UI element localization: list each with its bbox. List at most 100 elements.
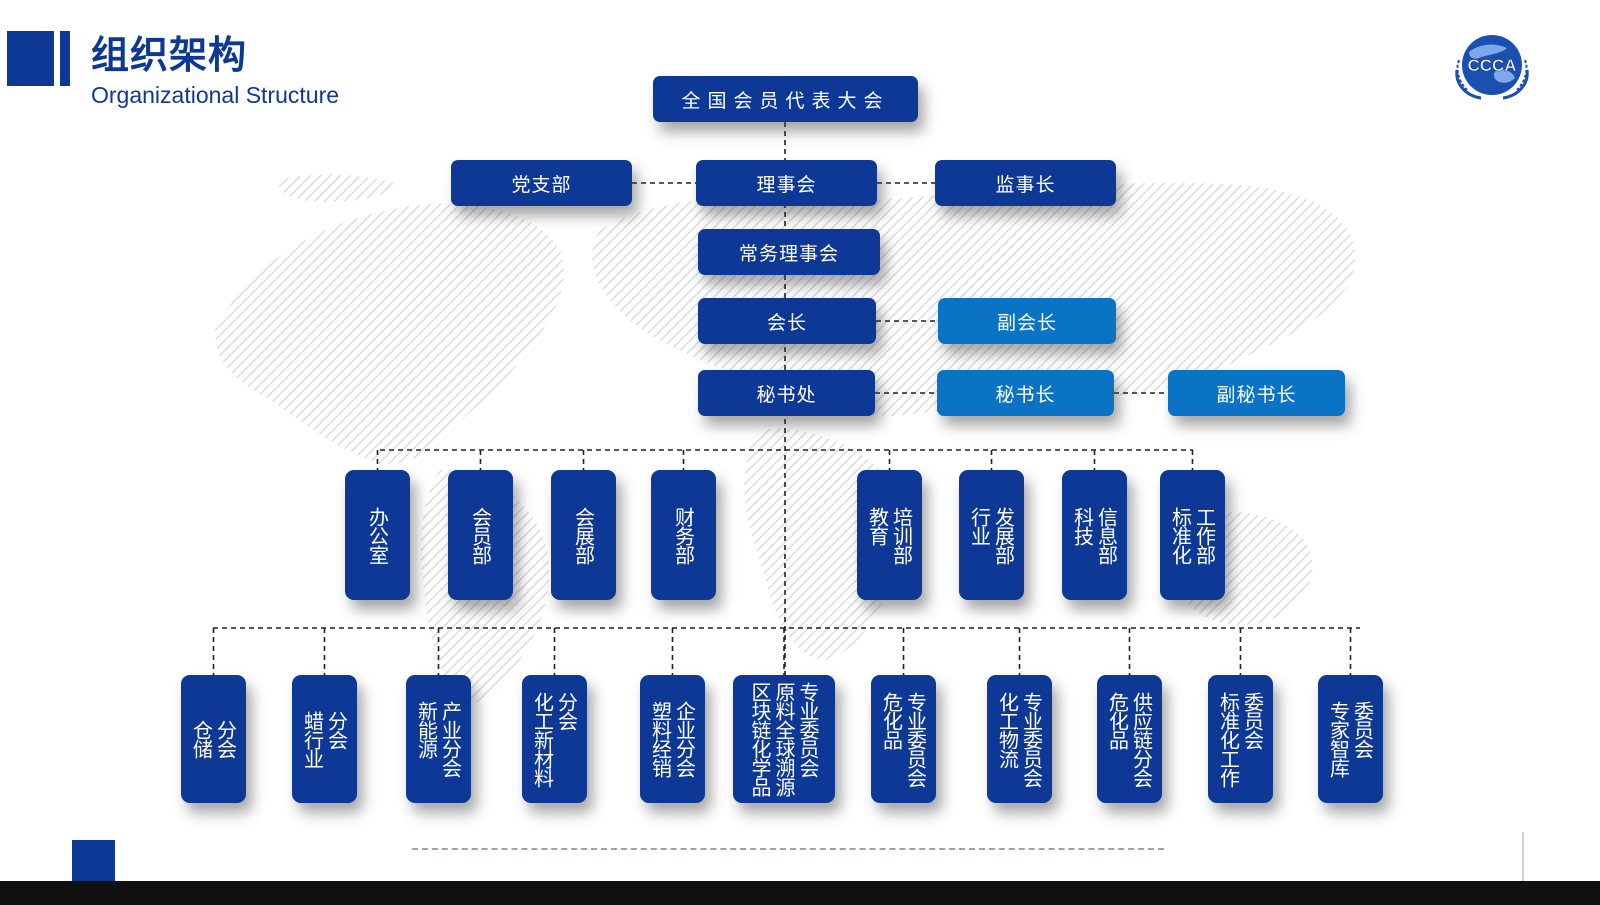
node-label-line: 区块链化学品 bbox=[748, 682, 772, 796]
node-label-line: 蜡行业 bbox=[300, 710, 325, 768]
node-label: 会员部 bbox=[469, 474, 493, 596]
node-label-line: 会员部 bbox=[468, 506, 493, 564]
node-label: 发展部行业 bbox=[968, 474, 1016, 596]
node-label: 秘书处 bbox=[756, 383, 817, 406]
node-council: 理事会 bbox=[696, 160, 877, 206]
node-label: 秘书长 bbox=[995, 383, 1056, 406]
node-standing-council: 常务理事会 bbox=[698, 229, 880, 275]
node-label-line: 仓储 bbox=[189, 720, 214, 758]
node-label-line: 专家智库 bbox=[1326, 701, 1351, 777]
node-label-line: 委员会 bbox=[1350, 701, 1375, 758]
header-accent-bar bbox=[7, 31, 54, 86]
node-label-line: 危化品 bbox=[1105, 691, 1130, 749]
node-label: 副会长 bbox=[996, 311, 1057, 334]
node-label: 委员会标准化工作 bbox=[1217, 679, 1265, 799]
node-label-line: 培训部 bbox=[889, 506, 914, 564]
node-party-branch: 党支部 bbox=[451, 160, 632, 206]
node-label: 专业委员会化工物流 bbox=[996, 679, 1044, 799]
node-vice-president: 副会长 bbox=[938, 298, 1116, 344]
branch-node: 供应链分会危化品 bbox=[1097, 675, 1162, 803]
node-label: 会长 bbox=[766, 311, 807, 334]
branch-node: 分会化工新材料 bbox=[522, 675, 587, 803]
node-deputy-secretary-general: 副秘书长 bbox=[1168, 370, 1345, 416]
footer-accent-block bbox=[72, 840, 115, 885]
node-label-line: 塑料经销 bbox=[648, 701, 673, 777]
node-label: 委员会专家智库 bbox=[1327, 679, 1375, 799]
branch-node: 分会仓储 bbox=[181, 675, 246, 803]
branch-node: 专业委员会原料全球溯源区块链化学品 bbox=[733, 675, 835, 803]
department-node: 工作部标准化 bbox=[1160, 470, 1225, 600]
node-label-line: 专业委员会 bbox=[1019, 691, 1044, 787]
node-label-line: 危化品 bbox=[879, 691, 904, 749]
node-label: 供应链分会危化品 bbox=[1106, 679, 1154, 799]
branch-node: 企业分会塑料经销 bbox=[640, 675, 705, 803]
node-label: 培训部教育 bbox=[866, 474, 914, 596]
node-label: 分会仓储 bbox=[190, 679, 238, 799]
department-node: 会展部 bbox=[551, 470, 616, 600]
node-label-line: 分会 bbox=[213, 720, 238, 758]
node-label: 工作部标准化 bbox=[1169, 474, 1217, 596]
node-label: 财务部 bbox=[672, 474, 696, 596]
node-label-line: 工作部 bbox=[1192, 506, 1217, 564]
node-secretary-general: 秘书长 bbox=[937, 370, 1114, 416]
node-label-line: 标准化 bbox=[1168, 506, 1193, 564]
node-label-line: 分会 bbox=[324, 710, 349, 749]
node-label: 常务理事会 bbox=[738, 242, 839, 265]
node-label-line: 化工物流 bbox=[995, 691, 1020, 768]
node-label-line: 标准化工作 bbox=[1216, 691, 1241, 787]
branch-node: 委员会专家智库 bbox=[1318, 675, 1383, 803]
node-label-line: 委员会 bbox=[1240, 691, 1265, 749]
page-title: 组织架构 bbox=[91, 33, 248, 77]
department-node: 信息部科技 bbox=[1062, 470, 1127, 600]
node-label-line: 产业分会 bbox=[438, 701, 463, 777]
branch-node: 产业分会新能源 bbox=[406, 675, 471, 803]
ccca-logo-icon: CCCA bbox=[1455, 35, 1529, 100]
node-label: 党支部 bbox=[511, 173, 572, 196]
page-subtitle: Organizational Structure bbox=[91, 82, 340, 108]
node-label-line: 供应链分会 bbox=[1129, 691, 1154, 787]
node-label: 分会蜡行业 bbox=[301, 679, 349, 799]
node-label: 企业分会塑料经销 bbox=[649, 679, 697, 799]
node-label-line: 分会 bbox=[554, 691, 579, 730]
department-node: 发展部行业 bbox=[959, 470, 1024, 600]
node-secretariat: 秘书处 bbox=[698, 370, 875, 416]
node-label: 副秘书长 bbox=[1216, 383, 1297, 406]
node-supervisor: 监事长 bbox=[935, 160, 1116, 206]
node-label-line: 信息部 bbox=[1094, 506, 1119, 564]
node-label: 办公室 bbox=[366, 474, 390, 596]
node-label-line: 企业分会 bbox=[672, 701, 697, 777]
node-label-line: 办公室 bbox=[365, 506, 390, 564]
node-president: 会长 bbox=[698, 298, 876, 344]
node-label-line: 专业委员会 bbox=[796, 682, 820, 777]
node-label: 专业委员会原料全球溯源区块链化学品 bbox=[748, 679, 820, 799]
node-label-line: 化工新材料 bbox=[530, 691, 555, 787]
branch-node: 分会蜡行业 bbox=[292, 675, 357, 803]
node-label: 信息部科技 bbox=[1071, 474, 1119, 596]
department-node: 财务部 bbox=[651, 470, 716, 600]
department-node: 培训部教育 bbox=[857, 470, 922, 600]
footer-rule bbox=[1522, 832, 1524, 882]
logo-text: CCCA bbox=[1467, 56, 1516, 75]
branch-node: 委员会标准化工作 bbox=[1208, 675, 1273, 803]
node-label-line: 行业 bbox=[967, 506, 992, 545]
node-label-line: 财务部 bbox=[671, 506, 696, 564]
node-label: 专业委员会危化品 bbox=[880, 679, 928, 799]
node-label-line: 原料全球溯源 bbox=[772, 682, 796, 796]
node-label: 理事会 bbox=[756, 173, 817, 196]
branch-node: 专业委员会化工物流 bbox=[987, 675, 1052, 803]
node-label-line: 科技 bbox=[1070, 506, 1095, 545]
node-label-line: 发展部 bbox=[991, 506, 1016, 564]
department-node: 会员部 bbox=[448, 470, 513, 600]
node-label-line: 新能源 bbox=[414, 701, 439, 758]
node-label-line: 专业委员会 bbox=[903, 691, 928, 787]
footer-bar bbox=[0, 881, 1600, 905]
node-label-line: 会展部 bbox=[571, 506, 596, 564]
node-label-line: 教育 bbox=[865, 506, 890, 545]
department-node: 办公室 bbox=[345, 470, 410, 600]
node-label: 全国会员代表大会 bbox=[681, 89, 890, 112]
node-label: 分会化工新材料 bbox=[531, 679, 579, 799]
node-label: 产业分会新能源 bbox=[415, 679, 463, 799]
node-congress: 全国会员代表大会 bbox=[653, 76, 918, 122]
